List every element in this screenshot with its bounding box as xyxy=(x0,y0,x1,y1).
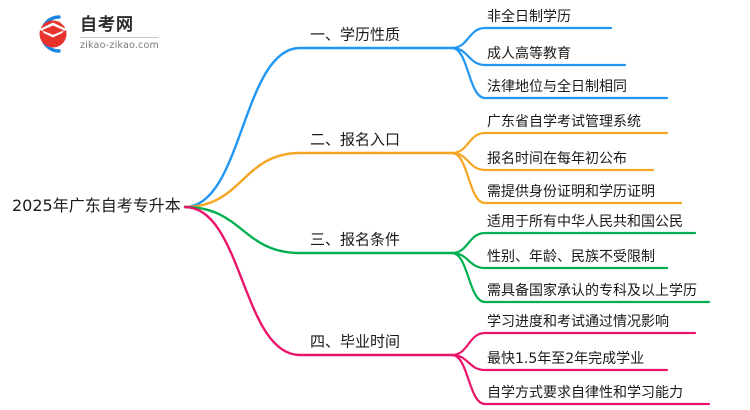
connector-line xyxy=(183,205,454,255)
site-logo: 自考网 zikao-zikao.com xyxy=(28,10,188,58)
logo-text-block: 自考网 zikao-zikao.com xyxy=(80,17,159,51)
mindmap-leaf-node: 成人高等教育 xyxy=(487,46,571,62)
mindmap-branch-node: 三、报名条件 xyxy=(310,230,401,249)
connector-line xyxy=(183,151,454,209)
connector-line xyxy=(450,331,697,357)
mindmap-leaf-node: 需具备国家承认的专科及以上学历 xyxy=(487,283,697,299)
connector-line xyxy=(450,46,669,100)
connector-line xyxy=(450,131,669,155)
connector-line xyxy=(183,205,454,357)
mindmap-leaf-node: 性别、年龄、民族不受限制 xyxy=(487,249,655,265)
mindmap-leaf-node: 报名时间在每年初公布 xyxy=(487,151,627,167)
mindmap-leaf-node: 广东省自学考试管理系统 xyxy=(487,114,641,130)
logo-url: zikao-zikao.com xyxy=(80,40,159,52)
mindmap-branch-node: 二、报名入口 xyxy=(310,130,401,149)
mindmap-leaf-node: 需提供身份证明和学历证明 xyxy=(487,184,655,200)
connector-line xyxy=(450,151,683,205)
mindmap-leaf-node: 法律地位与全日制相同 xyxy=(487,79,627,95)
mindmap-leaf-node: 适用于所有中华人民共和国公民 xyxy=(487,214,683,230)
connector-line xyxy=(450,231,697,255)
mindmap-leaf-node: 非全日制学历 xyxy=(487,9,571,25)
connector-line xyxy=(450,26,613,50)
mindmap-leaf-node: 最快1.5年至2年完成学业 xyxy=(487,351,645,367)
connector-line xyxy=(183,46,454,209)
mindmap-branch-node: 四、毕业时间 xyxy=(310,332,401,351)
mindmap-root-node: 2025年广东自考专升本 xyxy=(12,196,181,215)
mindmap-leaf-node: 自学方式要求自律性和学习能力 xyxy=(487,385,683,401)
connector-line xyxy=(450,353,711,406)
logo-mark-icon xyxy=(28,11,74,57)
logo-title: 自考网 xyxy=(80,17,159,39)
connector-line xyxy=(450,251,711,304)
mindmap-leaf-node: 学习进度和考试通过情况影响 xyxy=(487,314,669,330)
mindmap-branch-node: 一、学历性质 xyxy=(310,25,401,44)
